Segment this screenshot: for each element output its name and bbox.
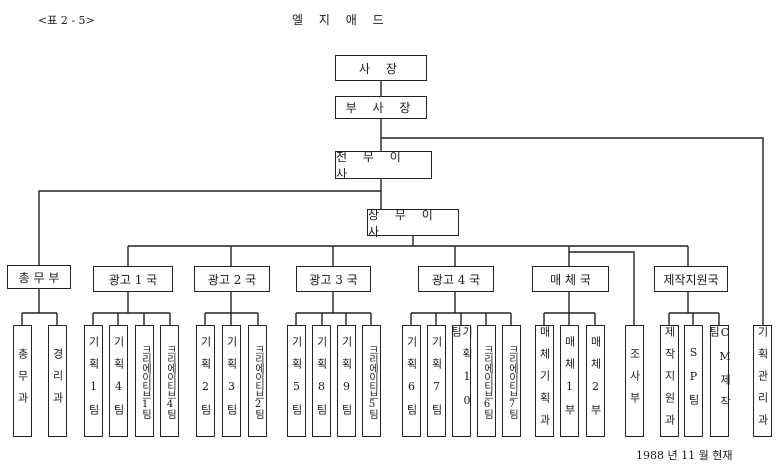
division-chongmu: 총 무 부 bbox=[7, 265, 71, 289]
unit-chongmu-section: 총무과 bbox=[13, 325, 32, 437]
unit-planning-team-4: 기획4팀 bbox=[109, 325, 128, 437]
unit-planning-team-7: 기획7팀 bbox=[427, 325, 446, 437]
unit-accounting-section: 경리과 bbox=[48, 325, 67, 437]
division-ad2: 광고 2 국 bbox=[194, 266, 270, 292]
unit-creative-team-4: 크리에이티브4팀 bbox=[160, 325, 179, 437]
unit-planning-team-9: 기획9팀 bbox=[337, 325, 356, 437]
unit-media-dept-2: 매체2부 bbox=[586, 325, 605, 437]
unit-planning-team-3: 기획3팀 bbox=[222, 325, 241, 437]
unit-planning-team-1: 기획1팀 bbox=[84, 325, 103, 437]
unit-research-dept: 조사부 bbox=[625, 325, 644, 437]
division-ad3: 광고 3 국 bbox=[296, 266, 371, 292]
unit-creative-team-2: 크리에이티브2팀 bbox=[248, 325, 267, 437]
unit-media-dept-1: 매체1부 bbox=[560, 325, 579, 437]
chart-title: 엘 지 애 드 bbox=[292, 13, 390, 27]
unit-creative-team-1: 크리에이티브1팀 bbox=[135, 325, 154, 437]
executive-director-box: 전 무 이 사 bbox=[335, 150, 432, 181]
unit-planning-team-10: 기획10팀 bbox=[450, 325, 474, 437]
unit-production-support-section: 제작지원과 bbox=[660, 325, 679, 437]
unit-creative-team-5: 크리에이티브5팀 bbox=[362, 325, 381, 437]
president-box: 사 장 bbox=[335, 55, 427, 81]
division-ad1: 광고 1 국 bbox=[93, 266, 173, 292]
vice-president-box: 부 사 장 bbox=[335, 96, 427, 119]
division-ad4: 광고 4 국 bbox=[418, 266, 494, 292]
managing-director-box: 상 무 이 사 bbox=[367, 208, 459, 239]
unit-media-planning-section: 매체기획과 bbox=[535, 325, 554, 437]
division-media: 매 체 국 bbox=[532, 266, 609, 292]
division-production-support: 제작지원국 bbox=[654, 266, 728, 292]
unit-planning-team-5: 기획5팀 bbox=[287, 325, 306, 437]
unit-creative-team-6: 크리에이티브6팀 bbox=[477, 325, 496, 437]
unit-planning-team-6: 기획6팀 bbox=[402, 325, 421, 437]
date-note: 1988 년 11 월 현재 bbox=[636, 449, 733, 462]
unit-creative-team-7: 크리에이티브7팀 bbox=[502, 325, 521, 437]
unit-planning-team-8: 기획8팀 bbox=[312, 325, 331, 437]
unit-planning-management-section: 기획관리과 bbox=[753, 325, 772, 437]
unit-sp-team: SP팀 bbox=[684, 325, 703, 437]
table-label: <표 2 - 5> bbox=[38, 14, 95, 27]
unit-cm-production-team: CM제작팀 bbox=[708, 325, 732, 437]
unit-planning-team-2: 기획2팀 bbox=[196, 325, 215, 437]
